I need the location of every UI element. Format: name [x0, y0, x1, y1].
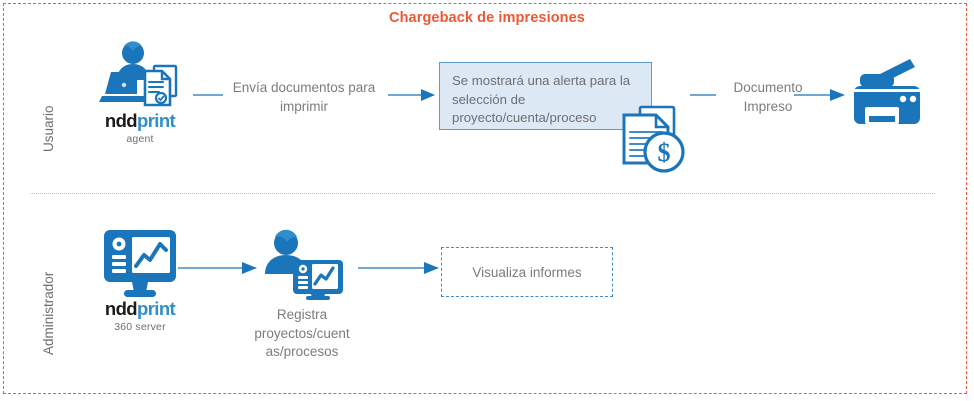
- logo-nddprint-360: nddprint: [88, 298, 192, 319]
- connector-admin-to-reports: [358, 261, 444, 275]
- lane-label-administrador: Administrador: [41, 271, 56, 355]
- person-at-laptop-with-documents-icon: [90, 40, 190, 112]
- connector-alert-to-printer: [690, 88, 848, 102]
- logo-ndd-text-360: ndd: [104, 298, 138, 319]
- node-nddprint-360-server[interactable]: nddprint 360 server: [88, 228, 192, 333]
- edge-label-documento-impreso: Documento Impreso: [733, 80, 803, 114]
- logo-print-text-360: print: [137, 298, 176, 319]
- connector-agent-to-alert: [193, 88, 438, 102]
- logo-subtitle-agent: agent: [126, 132, 154, 145]
- page-title: Chargeback de impresiones: [389, 10, 585, 26]
- logo-ndd-text: ndd: [104, 110, 138, 131]
- caption-registra-proyectos: Registra proyectos/cuent as/procesos: [254, 307, 350, 360]
- connector-server-to-admin: [178, 261, 260, 275]
- person-with-monitor-dashboard-icon: [246, 228, 358, 300]
- logo-print-text: print: [137, 110, 176, 131]
- node-admin-registra[interactable]: Registra proyectos/cuent as/procesos: [246, 228, 358, 362]
- node-printer[interactable]: [850, 58, 928, 130]
- logo-nddprint: nddprint: [90, 110, 190, 131]
- monitor-dashboard-icon: [88, 228, 192, 300]
- svg-text:$: $: [658, 138, 671, 167]
- dashed-box-visualiza-informes: Visualiza informes: [441, 247, 613, 297]
- documents-with-dollar-coin-icon: $: [618, 104, 690, 176]
- multifunction-printer-icon: [850, 58, 928, 130]
- logo-subtitle-360-server: 360 server: [114, 320, 166, 333]
- lane-divider: [30, 193, 935, 194]
- alert-box-seleccion: Se mostrará una alerta para la selección…: [439, 62, 652, 130]
- edge-label-envia-documentos: Envía documentos para imprimir: [232, 80, 376, 114]
- node-nddprint-agent[interactable]: nddprint agent: [90, 40, 190, 145]
- lane-label-usuario: Usuario: [41, 105, 56, 152]
